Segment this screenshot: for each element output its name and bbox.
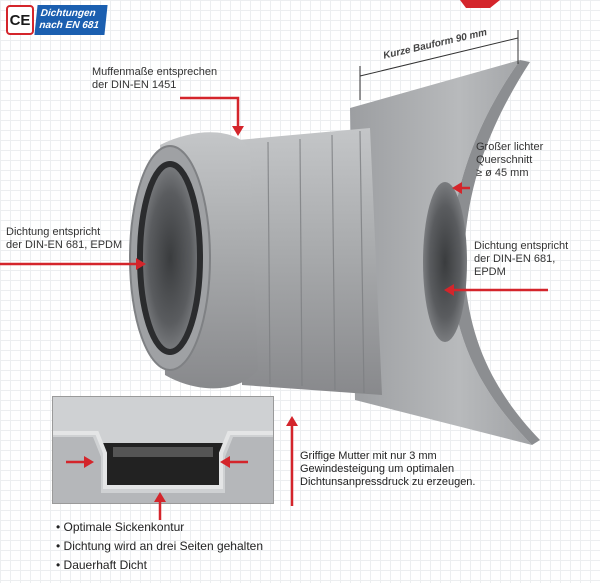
callout-dichtung-right-line1: Dichtung entspricht — [474, 240, 569, 252]
seal-cross-section-inset — [52, 396, 274, 504]
funnel-part — [350, 60, 540, 445]
callout-querschnitt-line3: ≥ ø 45 mm — [476, 167, 529, 179]
callout-mutter-line1: Griffige Mutter mit nur 3 mm — [300, 450, 437, 462]
callout-dichtung-right-line2: der DIN-EN 681, — [474, 253, 556, 265]
callout-dichtung-right-line3: EPDM — [474, 266, 506, 278]
callout-dichtung-left: Dichtung entspricht der DIN-EN 681, EPDM — [6, 226, 122, 252]
seal-cross-section — [53, 397, 273, 503]
socket-part — [129, 132, 258, 389]
corner-accent — [460, 0, 500, 8]
nut-part — [238, 128, 382, 395]
callout-querschnitt: Großer lichter Querschnitt ≥ ø 45 mm — [476, 141, 543, 180]
ce-badge: CE Dichtungen nach EN 681 — [6, 5, 108, 37]
callout-mutter: Griffige Mutter mit nur 3 mm Gewindestei… — [300, 450, 475, 489]
callout-muffen-line1: Muffenmaße entsprechen — [92, 66, 218, 78]
callout-querschnitt-line1: Großer lichter — [476, 141, 544, 153]
feature-item: • Dauerhaft Dicht — [56, 558, 147, 572]
dimension-line — [359, 30, 519, 100]
callout-dichtung-left-line1: Dichtung entspricht — [6, 226, 101, 238]
callout-querschnitt-line2: Querschnitt — [476, 154, 533, 166]
feature-list: • Optimale Sickenkontur • Dichtung wird … — [56, 518, 263, 575]
callout-muffen: Muffenmaße entsprechen der DIN-EN 1451 — [92, 66, 217, 92]
callout-mutter-line3: Dichtunsanpressdruck zu erzeugen. — [300, 476, 476, 488]
callout-muffen-line2: der DIN-EN 1451 — [92, 79, 177, 91]
callout-mutter-line2: Gewindesteigung um optimalen — [300, 463, 455, 475]
callout-dichtung-right: Dichtung entspricht der DIN-EN 681, EPDM — [474, 240, 568, 279]
arrow-muffen — [180, 96, 240, 128]
ce-mark: CE — [6, 5, 34, 35]
feature-item: • Optimale Sickenkontur — [56, 520, 185, 534]
callout-dichtung-left-line2: der DIN-EN 681, EPDM — [6, 239, 123, 251]
feature-item: • Dichtung wird an drei Seiten gehalten — [56, 539, 263, 553]
